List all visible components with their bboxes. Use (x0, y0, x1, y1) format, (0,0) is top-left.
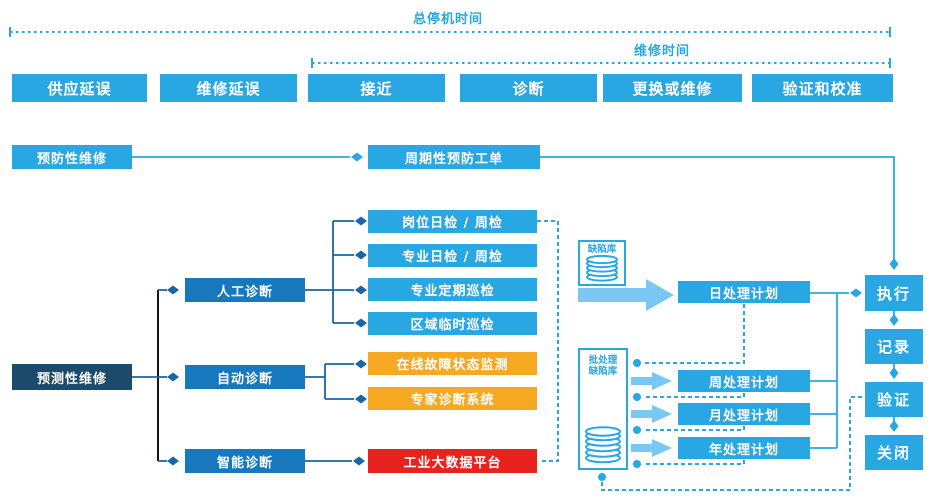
arrowhead (850, 288, 862, 298)
node-professional-daily-weekly-check: 专业日检 / 周检 (368, 244, 537, 267)
workflow-arrowheads (889, 314, 899, 432)
batch-db-label-line1: 批处理 (588, 355, 618, 366)
node-yearly-plan: 年处理计划 (678, 437, 810, 459)
thick-arrow (578, 279, 674, 311)
node-industrial-big-data-platform: 工业大数据平台 (368, 449, 537, 473)
phase-access: 接近 (308, 74, 445, 102)
node-area-temporary-inspection: 区域临时巡检 (368, 312, 537, 335)
arrowhead (351, 152, 363, 162)
phase-diagnosis: 诊断 (460, 74, 597, 102)
repair-time-timeline (311, 58, 891, 68)
node-preventive-maintenance: 预防性维修 (12, 145, 132, 169)
phase-repair-delay: 维修延误 (160, 74, 297, 102)
label-repair-time: 维修时间 (633, 44, 690, 59)
database-icon (586, 255, 618, 282)
phase-replace-or-repair: 更换或维修 (603, 74, 742, 102)
thick-arrow (631, 372, 672, 390)
tree-arrowheads (167, 216, 367, 466)
total-downtime-timeline (9, 27, 891, 37)
thick-arrow (631, 405, 672, 423)
node-expert-diagnosis-system: 专家诊断系统 (368, 387, 537, 410)
node-close: 关闭 (865, 435, 923, 470)
node-execute: 执行 (865, 275, 923, 311)
defect-db-card: 缺陷库 (578, 240, 626, 286)
arrowhead (889, 258, 899, 270)
feedback-dots (598, 359, 641, 481)
node-periodic-preventive-work-order: 周期性预防工单 (368, 145, 540, 169)
plan-feedback-dashed (601, 304, 862, 491)
node-manual-diagnosis: 人工诊断 (185, 278, 305, 302)
node-record: 记录 (865, 329, 923, 364)
label-total-downtime: 总停机时间 (412, 12, 483, 27)
node-daily-plan: 日处理计划 (678, 281, 810, 303)
batch-db-label-line2: 缺陷库 (588, 366, 618, 377)
tree-branches (132, 220, 354, 462)
preventive-flow (132, 156, 895, 264)
node-intelligent-diagnosis: 智能诊断 (185, 449, 305, 473)
db-flow-arrows (578, 279, 674, 457)
node-verify: 验证 (865, 382, 923, 417)
phase-verify-calibrate: 验证和校准 (752, 74, 893, 102)
defect-db-label: 缺陷库 (587, 244, 617, 255)
node-professional-periodic-inspection: 专业定期巡检 (368, 278, 537, 301)
node-weekly-plan: 周处理计划 (678, 370, 810, 392)
node-auto-diagnosis: 自动诊断 (185, 365, 305, 389)
database-icon (585, 426, 621, 464)
thick-arrow (631, 439, 672, 457)
defect-feedback-dashed (537, 220, 559, 462)
node-online-fault-monitoring: 在线故障状态监测 (368, 352, 537, 375)
phase-supply-delay: 供应延误 (12, 74, 147, 102)
node-post-daily-weekly-check: 岗位日检 / 周检 (368, 210, 537, 233)
node-predictive-maintenance: 预测性维修 (12, 364, 132, 390)
node-monthly-plan: 月处理计划 (678, 403, 810, 425)
batch-defect-db-card: 批处理 缺陷库 (578, 348, 628, 470)
plan-collector (810, 292, 849, 449)
